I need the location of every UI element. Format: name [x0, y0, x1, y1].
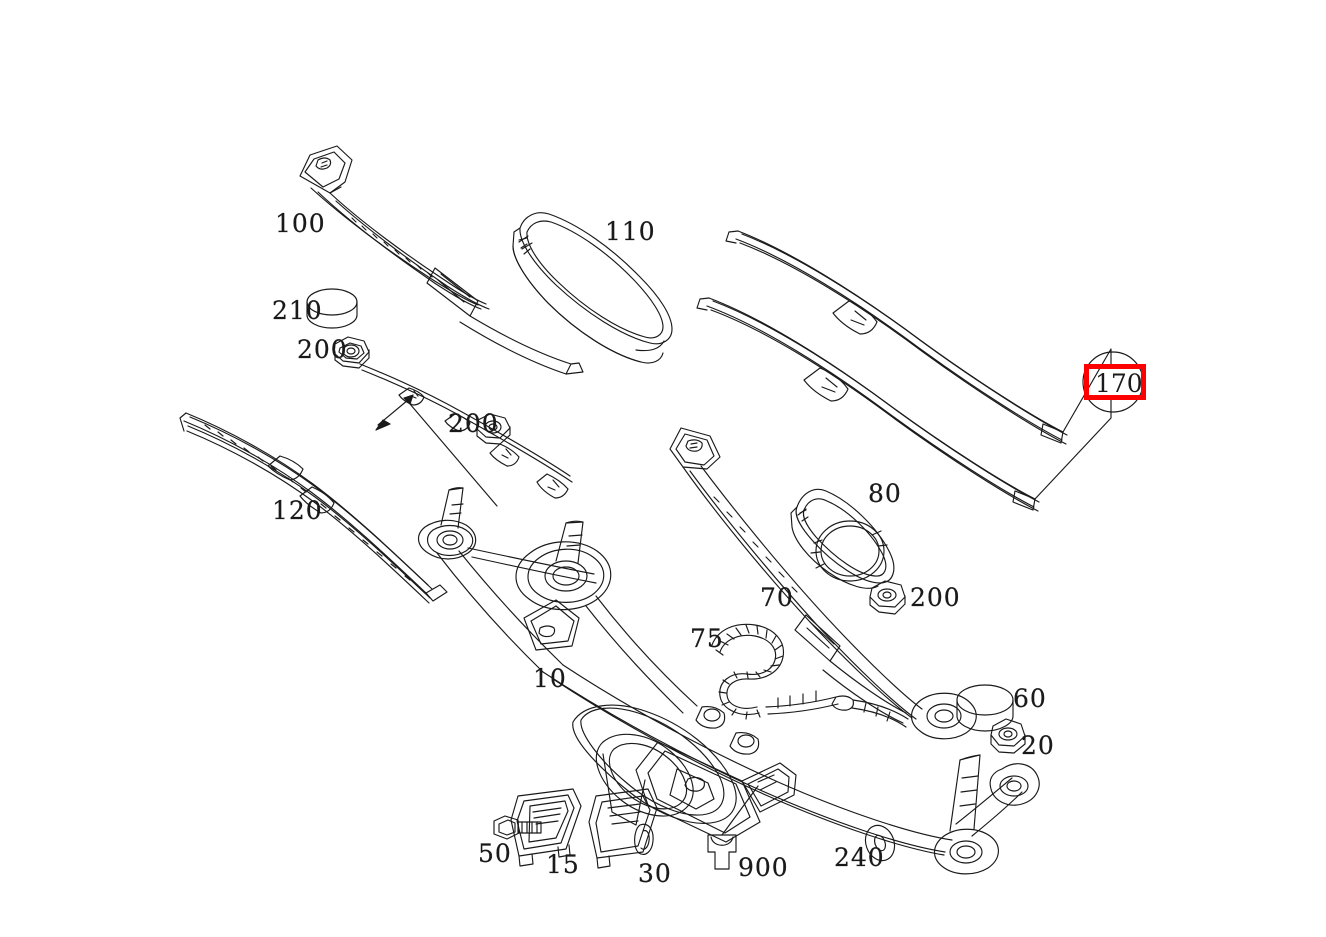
part-100-wiper-arm — [299, 145, 584, 375]
part-110-cover — [512, 212, 673, 364]
part-50-bolt — [493, 815, 542, 840]
callout-10[interactable]: 10 — [533, 664, 567, 693]
callout-210[interactable]: 210 — [272, 296, 323, 325]
callout-75[interactable]: 75 — [690, 624, 724, 653]
callout-120[interactable]: 120 — [272, 496, 323, 525]
part-30-bracket — [588, 788, 658, 869]
part-20-nut — [990, 718, 1026, 754]
callout-30[interactable]: 30 — [638, 859, 672, 888]
part-70-wiper-arm — [669, 427, 923, 724]
callout-110[interactable]: 110 — [605, 217, 656, 246]
callout-20[interactable]: 20 — [1021, 731, 1055, 760]
callout-170[interactable]: 170 — [1095, 369, 1143, 398]
callout-80[interactable]: 80 — [868, 479, 902, 508]
callout-70[interactable]: 70 — [760, 583, 794, 612]
part-75-cable-conduit — [711, 623, 909, 728]
part-120-wiper-blade — [179, 412, 448, 604]
part-900-symbol — [707, 785, 759, 870]
part-10-linkage-assembly — [418, 487, 953, 856]
linkage-rods — [359, 363, 573, 507]
part-170-wiper-blades — [696, 230, 1144, 512]
part-240-washer — [864, 824, 896, 862]
part-200a-nut — [333, 336, 370, 369]
right-pivot-assembly — [910, 692, 1040, 875]
callout-200-upper[interactable]: 200 — [297, 335, 348, 364]
part-15-bracket — [510, 788, 582, 867]
callout-900[interactable]: 900 — [738, 853, 789, 882]
callout-200-right[interactable]: 200 — [910, 583, 961, 612]
part-210-cap — [306, 288, 358, 329]
selection-highlight-box — [1084, 364, 1146, 400]
callout-200-middle[interactable]: 200 — [448, 409, 499, 438]
wiper-motor — [572, 704, 797, 843]
callout-240[interactable]: 240 — [834, 843, 885, 872]
callout-50[interactable]: 50 — [478, 839, 512, 868]
callout-15[interactable]: 15 — [546, 850, 580, 879]
callout-100[interactable]: 100 — [275, 209, 326, 238]
part-80-cover — [790, 488, 895, 589]
callout-60[interactable]: 60 — [1013, 684, 1047, 713]
part-200c-nut — [869, 580, 906, 615]
